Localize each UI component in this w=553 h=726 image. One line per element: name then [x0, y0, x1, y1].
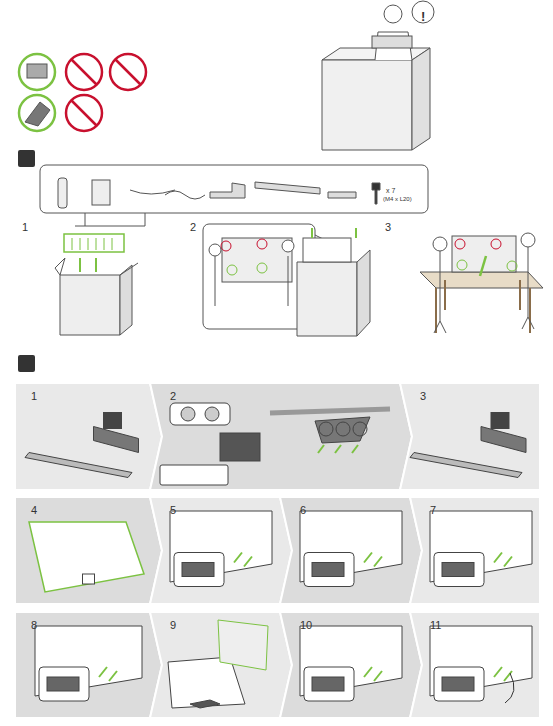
step-panel	[150, 383, 412, 490]
cable	[505, 673, 514, 703]
step-panel	[410, 497, 540, 604]
step-panel: 3	[400, 383, 540, 490]
screw-circle	[336, 422, 350, 436]
assembly-illustrations	[25, 403, 532, 708]
stand-body	[442, 677, 474, 691]
stand-base	[270, 409, 390, 413]
stand-body	[220, 433, 260, 461]
arrow	[364, 553, 382, 567]
screw-size: (M4 x L20)	[383, 196, 412, 202]
hole	[181, 407, 195, 421]
step-panel: 8	[15, 612, 150, 718]
stand-body	[182, 563, 214, 577]
accessories	[40, 165, 428, 226]
stand-slot	[83, 574, 95, 584]
step-panel	[15, 383, 162, 490]
tv-screen	[29, 522, 144, 592]
step-number: 1	[31, 391, 37, 402]
screw-circle	[319, 422, 333, 436]
step-panel	[150, 497, 292, 604]
tv-screen	[218, 620, 268, 670]
screw-circle	[353, 422, 367, 436]
step-number: 5	[170, 505, 176, 516]
step-panel: 5	[150, 497, 280, 604]
stand-body	[481, 427, 526, 453]
detail-box	[174, 553, 224, 587]
step-panel	[410, 612, 540, 718]
arrow	[494, 553, 512, 567]
warning-mark: !	[421, 10, 425, 23]
step-panel	[15, 612, 162, 718]
step-number: 2	[170, 391, 176, 402]
step-number: 6	[300, 505, 306, 516]
step-panel: 9	[150, 612, 280, 718]
step-number: 9	[170, 620, 176, 631]
step-number: 7	[430, 505, 436, 516]
stand	[190, 700, 220, 708]
step-panel: 2	[150, 383, 400, 490]
detail-box	[434, 667, 484, 701]
arrow	[234, 553, 252, 567]
detail-box	[304, 553, 354, 587]
step-number: 2	[190, 222, 196, 233]
arrow	[494, 667, 512, 681]
step-number: 3	[385, 222, 391, 233]
arrow	[318, 445, 324, 453]
person-unboxing	[322, 1, 434, 150]
hole	[205, 407, 219, 421]
stand-base	[25, 453, 132, 478]
step-number: 11	[430, 620, 441, 631]
arrow	[99, 667, 117, 681]
step-panel	[15, 497, 162, 604]
detail-box	[304, 667, 354, 701]
step-panel: 7	[410, 497, 540, 604]
stand-body	[312, 677, 344, 691]
detail-box	[39, 667, 89, 701]
stand-body	[47, 677, 79, 691]
step-number: 4	[31, 505, 37, 516]
step-panel: 6	[280, 497, 410, 604]
stand-body	[315, 417, 370, 443]
unbox-icon	[18, 150, 35, 167]
step-number: 1	[22, 222, 28, 233]
step-number: 8	[31, 620, 37, 631]
stand-body	[442, 563, 474, 577]
step-panel: 1	[15, 383, 150, 490]
stand-body	[312, 563, 344, 577]
step-panel	[280, 612, 422, 718]
step-panel: 10	[280, 612, 410, 718]
step-panel: 4	[15, 497, 150, 604]
stand-body	[94, 427, 139, 453]
detail-box	[434, 553, 484, 587]
stand-base	[410, 453, 522, 478]
step-panel: 11	[410, 612, 540, 718]
unbox-step-1	[55, 234, 138, 335]
panel-backgrounds	[15, 383, 540, 718]
stand-neck	[491, 413, 509, 429]
arrow	[364, 667, 382, 681]
unbox-step-2	[203, 224, 370, 336]
stand-neck	[104, 413, 122, 429]
arrow	[352, 445, 358, 453]
handling-icons	[19, 54, 146, 131]
step-panel	[150, 612, 292, 718]
step-number: 10	[300, 620, 312, 631]
quantity: x 7	[386, 187, 395, 194]
assembly-icon	[18, 355, 35, 372]
step-number: 3	[420, 391, 426, 402]
detail-box	[170, 403, 230, 425]
unbox-step-3	[420, 233, 543, 333]
arrow	[335, 445, 341, 453]
step-panel	[400, 383, 540, 490]
option-box	[160, 465, 228, 485]
step-panel	[280, 497, 422, 604]
